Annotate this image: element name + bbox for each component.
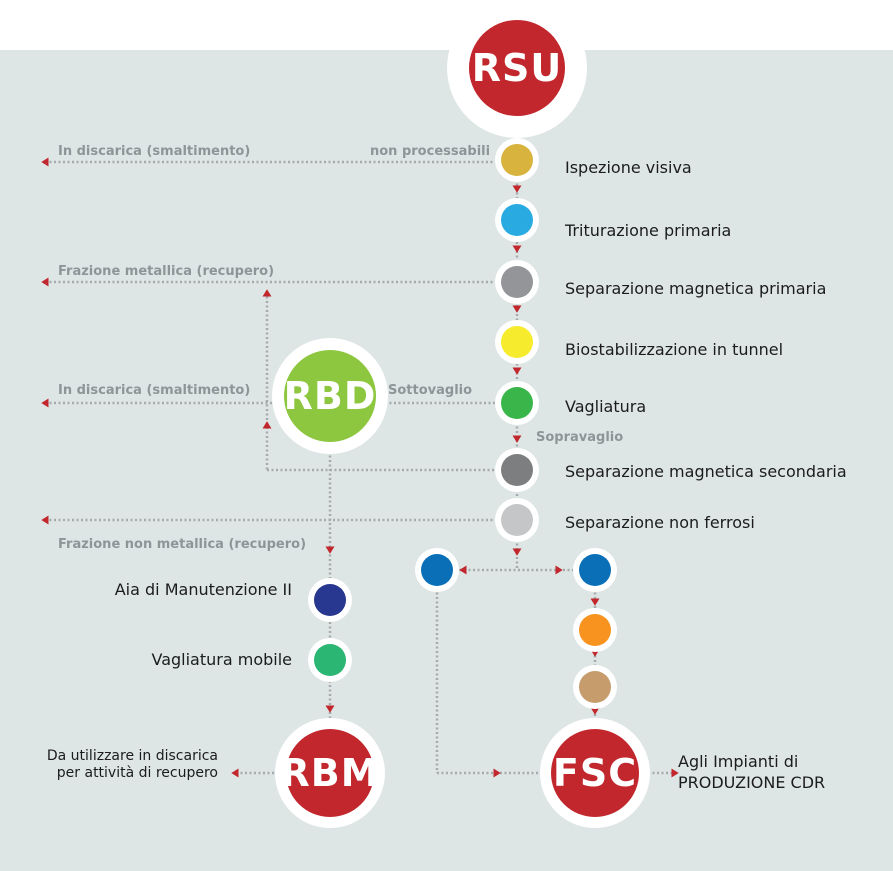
spine-arrow-1 bbox=[512, 185, 522, 193]
rsu-node bbox=[469, 20, 565, 116]
flow-label-sopravaglio: Sopravaglio bbox=[536, 430, 624, 445]
rsu-label: RSU bbox=[471, 46, 563, 90]
step-node-aia bbox=[314, 584, 346, 616]
fsc-right-arrow bbox=[555, 565, 563, 575]
rbm-down-arrow-2 bbox=[325, 705, 335, 713]
step-node-separazione-primaria bbox=[501, 266, 533, 298]
rbd-label: RBD bbox=[283, 374, 377, 418]
step-node-vagliatura bbox=[501, 387, 533, 419]
fsc-branch-node-2 bbox=[579, 614, 611, 646]
spine-arrow-2 bbox=[512, 245, 522, 253]
flow-label-non-processabili: non processabili bbox=[370, 144, 491, 159]
flow-label-discarica-2: In discarica (smaltimento) bbox=[58, 383, 251, 398]
fsc-in-arrow bbox=[493, 768, 501, 778]
step-node-non-ferrosi bbox=[501, 504, 533, 536]
fsc-branch-node-3 bbox=[579, 671, 611, 703]
rbd-node bbox=[284, 350, 376, 442]
fsc-output-line-1: Agli Impianti di bbox=[678, 752, 799, 771]
frazione-non-metallica-arrow bbox=[41, 515, 49, 525]
fsc-branch-arrow-3 bbox=[590, 707, 600, 715]
fsc-branch-arrow-1 bbox=[590, 598, 600, 606]
fsc-node bbox=[551, 729, 639, 817]
discarica-2-arrow bbox=[41, 398, 49, 408]
rbm-output-line-1: Da utilizzare in discarica bbox=[46, 748, 218, 764]
fsc-out-arrow bbox=[671, 768, 679, 778]
fsc-label: FSC bbox=[552, 751, 638, 795]
step-node-ispezione bbox=[501, 144, 533, 176]
flow-label-discarica-1: In discarica (smaltimento) bbox=[58, 144, 251, 159]
fsc-left-arrow bbox=[459, 565, 467, 575]
spine-arrow-4 bbox=[512, 367, 522, 375]
diagram-background bbox=[0, 50, 893, 871]
step-label-ispezione: Ispezione visiva bbox=[565, 158, 692, 177]
step-label-biostabilizzazione: Biostabilizzazione in tunnel bbox=[565, 340, 784, 359]
fsc-branch-node-1 bbox=[579, 554, 611, 586]
rbm-node bbox=[286, 729, 374, 817]
step-label-vagliatura: Vagliatura bbox=[565, 397, 647, 416]
secondaria-up-arrow-2 bbox=[262, 421, 272, 429]
spine-arrow-6 bbox=[512, 548, 522, 556]
rbd-down-arrow bbox=[325, 546, 335, 554]
secondaria-up-arrow-1 bbox=[262, 289, 272, 297]
rbm-output-line-2: per attività di recupero bbox=[56, 765, 218, 781]
step-node-triturazione bbox=[501, 204, 533, 236]
frazione-metallica-arrow bbox=[41, 277, 49, 287]
rbm-out-arrow bbox=[231, 768, 239, 778]
step-node-vagliatura-mobile bbox=[314, 644, 346, 676]
discarica-1-arrow bbox=[41, 157, 49, 167]
flow-label-frazione-metallica: Frazione metallica (recupero) bbox=[58, 264, 275, 279]
fsc-output-line-2: PRODUZIONE CDR bbox=[678, 773, 826, 792]
step-label-vagliatura-mobile: Vagliatura mobile bbox=[151, 650, 292, 669]
step-node-biostabilizzazione bbox=[501, 326, 533, 358]
step-label-separazione-primaria: Separazione magnetica primaria bbox=[565, 279, 827, 298]
spine-arrow-5 bbox=[512, 435, 522, 443]
step-label-aia: Aia di Manutenzione II bbox=[114, 580, 292, 599]
step-node-separazione-secondaria bbox=[501, 454, 533, 486]
flow-label-frazione-non-metallica: Frazione non metallica (recupero) bbox=[58, 537, 307, 552]
step-label-non-ferrosi: Separazione non ferrosi bbox=[565, 513, 755, 532]
flow-label-sottovaglio: Sottovaglio bbox=[388, 383, 473, 398]
step-label-separazione-secondaria: Separazione magnetica secondaria bbox=[565, 462, 847, 481]
step-label-triturazione: Triturazione primaria bbox=[565, 221, 732, 240]
rbm-label: RBM bbox=[280, 751, 380, 795]
fsc-branch-node-left bbox=[421, 554, 453, 586]
spine-arrow-3 bbox=[512, 305, 522, 313]
